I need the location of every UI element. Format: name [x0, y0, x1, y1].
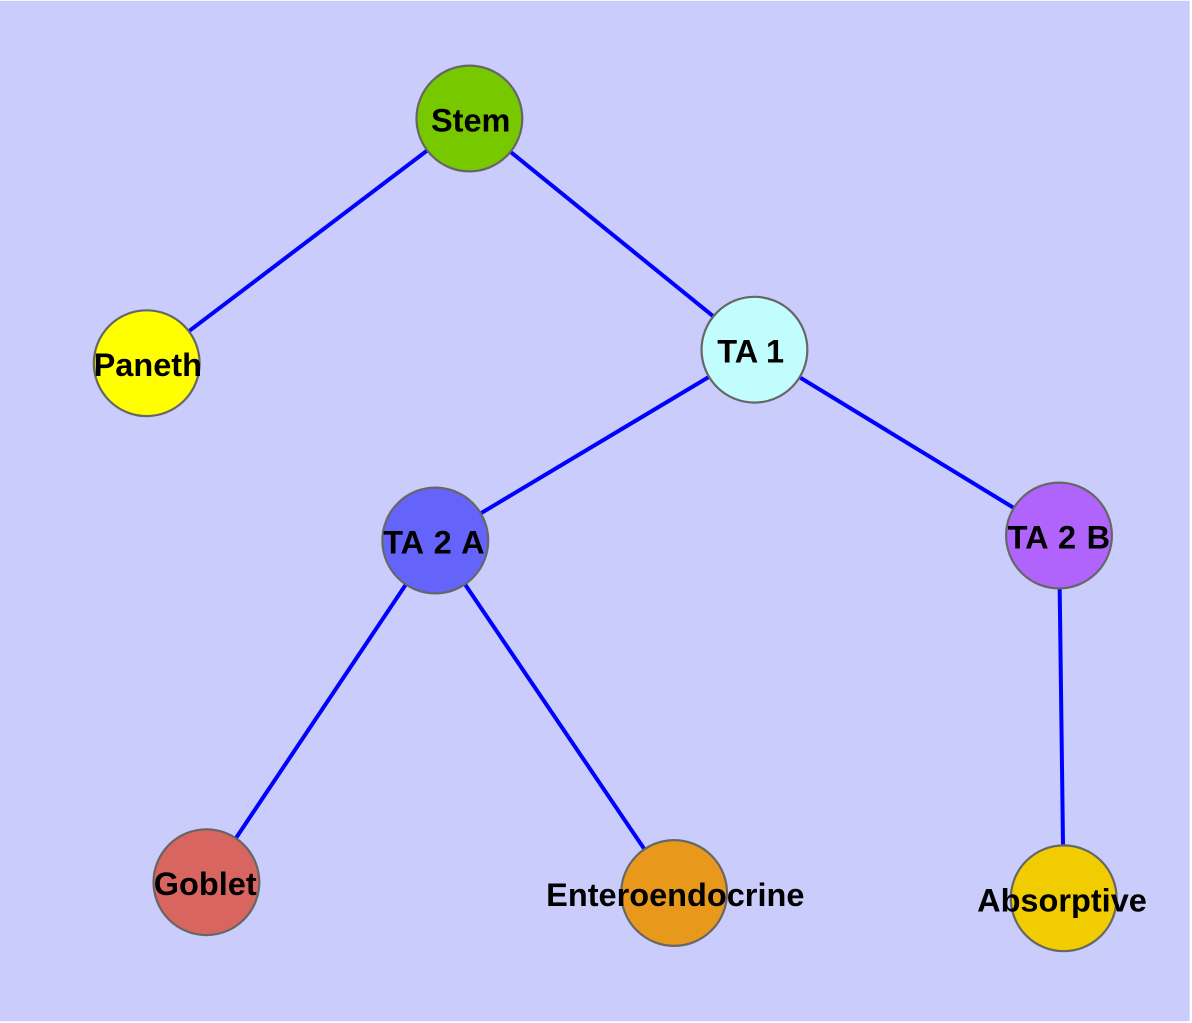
svg-text:Enteroendocrine: Enteroendocrine	[546, 877, 804, 913]
svg-text:TA 2 B: TA 2 B	[1008, 520, 1111, 556]
svg-text:TA 2 A: TA 2 A	[383, 525, 484, 561]
svg-text:Goblet: Goblet	[154, 866, 257, 902]
svg-text:Paneth: Paneth	[94, 347, 202, 383]
svg-text:Absorptive: Absorptive	[977, 882, 1147, 918]
svg-text:TA 1: TA 1	[717, 334, 784, 370]
svg-text:Stem: Stem	[431, 103, 510, 139]
